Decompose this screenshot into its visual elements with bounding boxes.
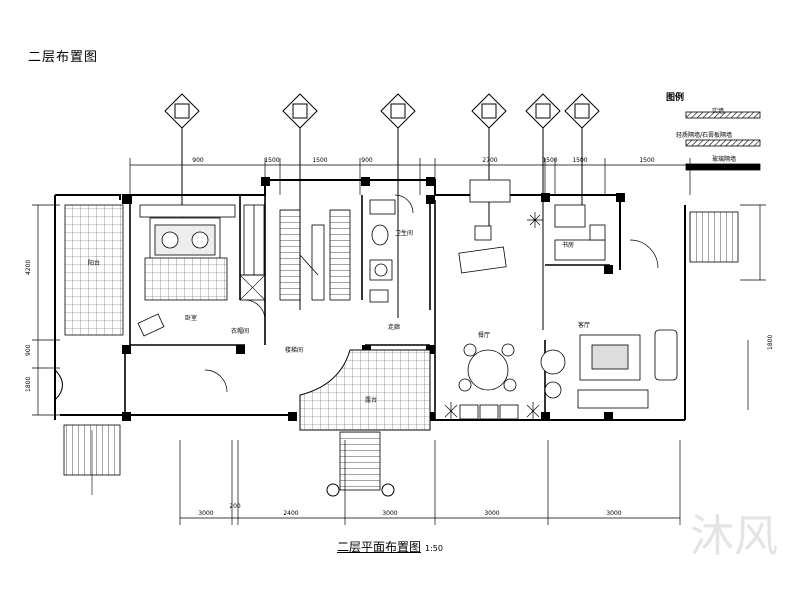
balcony-tile-floor — [64, 204, 124, 336]
dining-furniture — [458, 343, 519, 420]
elevation-marker-3 — [380, 93, 416, 318]
dim-top-6: 1500 — [542, 157, 557, 164]
elevation-marker-1 — [164, 93, 200, 300]
dim-top-5: 2700 — [482, 157, 497, 164]
living-furniture — [540, 329, 678, 409]
dim-bottom-4: 3000 — [382, 510, 397, 517]
dim-top-4: 900 — [361, 157, 373, 164]
room-label-stair: 楼梯间 — [285, 347, 304, 354]
drawing-title: 二层布置图 — [28, 50, 99, 65]
dim-top-2: 1500 — [264, 157, 279, 164]
room-label-bedroom: 卧室 — [185, 315, 198, 322]
bathroom-fixtures — [369, 199, 396, 303]
dim-top-8: 1500 — [639, 157, 654, 164]
dim-top-7: 1500 — [572, 157, 587, 164]
room-label-dining: 餐厅 — [478, 332, 491, 339]
dim-bottom-1: 3000 — [198, 510, 213, 517]
room-label-bathroom: 卫生间 — [395, 230, 414, 237]
dim-top-1: 900 — [192, 157, 204, 164]
room-label-study: 书房 — [562, 242, 575, 249]
legend-item-solid-wall: 实墙 — [712, 108, 725, 115]
staircase — [279, 209, 351, 301]
bedroom-furniture — [137, 204, 236, 337]
legend-item-partition-wall: 轻质隔墙/石膏板隔墙 — [676, 132, 733, 139]
dim-left-2: 900 — [25, 344, 32, 356]
elevation-marker-4 — [471, 93, 507, 230]
legend-title: 图例 — [666, 93, 685, 103]
room-label-corridor: 走廊 — [388, 324, 401, 331]
plan-caption-text: 二层平面布置图 — [337, 540, 422, 554]
exterior-walls — [54, 179, 686, 421]
elevation-markers — [164, 93, 600, 330]
room-label-terrace: 露台 — [365, 397, 378, 404]
right-exterior-stair — [689, 211, 739, 263]
dim-left-3: 1800 — [25, 377, 32, 392]
legend-item-glass-wall: 玻璃隔墙 — [712, 156, 737, 163]
dimension-right — [740, 204, 766, 410]
front-steps — [339, 431, 381, 491]
dim-bottom-5: 3000 — [484, 510, 499, 517]
dim-top-3: 1500 — [312, 157, 327, 164]
legend-swatches — [685, 111, 761, 171]
dim-bottom-2: 200 — [229, 503, 241, 510]
dim-bottom-6: 3000 — [606, 510, 621, 517]
room-label-balcony: 阳台 — [88, 260, 101, 267]
elevation-marker-6 — [564, 93, 600, 210]
dim-left-1: 4200 — [25, 260, 32, 275]
plants — [444, 212, 543, 420]
watermark: 沐风 — [690, 511, 778, 562]
plan-scale: 1:50 — [425, 544, 443, 553]
room-label-closet: 衣帽间 — [231, 328, 250, 335]
study-furniture — [458, 179, 606, 274]
elevation-marker-5 — [525, 93, 561, 330]
dim-bottom-3: 2400 — [283, 510, 298, 517]
door-swings — [204, 194, 659, 393]
room-label-living: 客厅 — [578, 322, 591, 329]
terrace-tile-floor — [299, 349, 431, 431]
dim-right-1: 1800 — [767, 335, 774, 350]
